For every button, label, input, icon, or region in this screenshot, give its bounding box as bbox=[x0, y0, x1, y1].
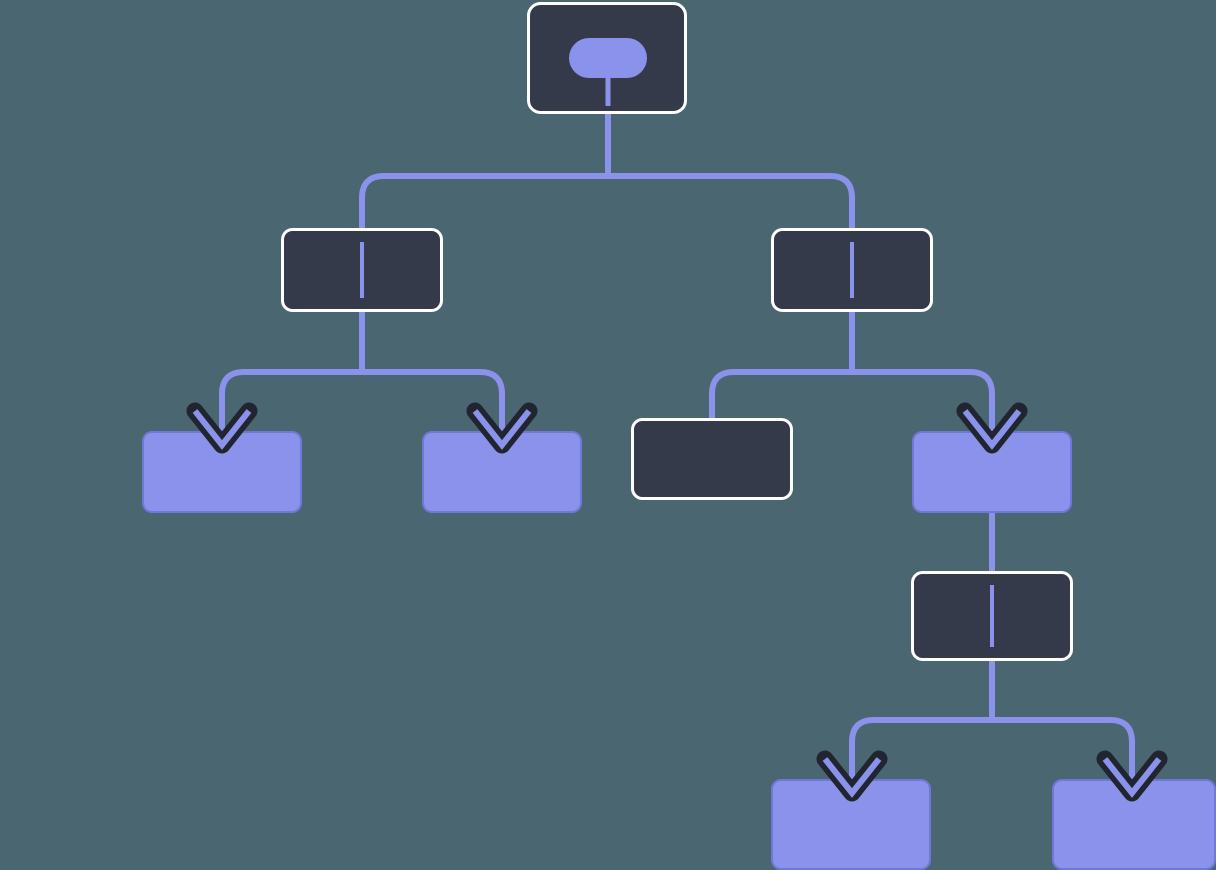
edge-level4-to-leaf-5[interactable] bbox=[992, 717, 1135, 791]
edge-arrowhead-inner-icon bbox=[962, 409, 1022, 450]
edge-arrowhead-inner-icon bbox=[822, 757, 882, 798]
edge-root-to-level2-left[interactable] bbox=[359, 173, 608, 240]
arrowheads-layer bbox=[186, 402, 1168, 802]
edge-level4-to-leaf-4[interactable] bbox=[849, 717, 992, 791]
edge-level2-right-to-leaf-3[interactable] bbox=[852, 369, 995, 443]
edges-layer bbox=[219, 106, 1135, 791]
edge-arrowhead-inner-icon bbox=[1102, 757, 1162, 798]
nodes-layer bbox=[142, 2, 1216, 870]
edge-level2-right-to-level3-dark[interactable] bbox=[709, 369, 852, 420]
edge-level2-left-to-leaf-1[interactable] bbox=[219, 369, 362, 443]
edge-root-to-level2-right[interactable] bbox=[608, 173, 855, 240]
level2-left-node[interactable] bbox=[281, 228, 443, 312]
node-surface bbox=[631, 418, 793, 500]
level4-dark-node[interactable] bbox=[911, 571, 1073, 661]
level2-right-node[interactable] bbox=[771, 228, 933, 312]
edge-arrowhead-inner-icon bbox=[472, 409, 532, 450]
root-node[interactable] bbox=[527, 2, 687, 114]
edge-arrowhead-inner-icon bbox=[192, 409, 252, 450]
edge-level2-left-to-leaf-2[interactable] bbox=[362, 369, 505, 443]
level3-dark-node[interactable] bbox=[631, 418, 793, 500]
